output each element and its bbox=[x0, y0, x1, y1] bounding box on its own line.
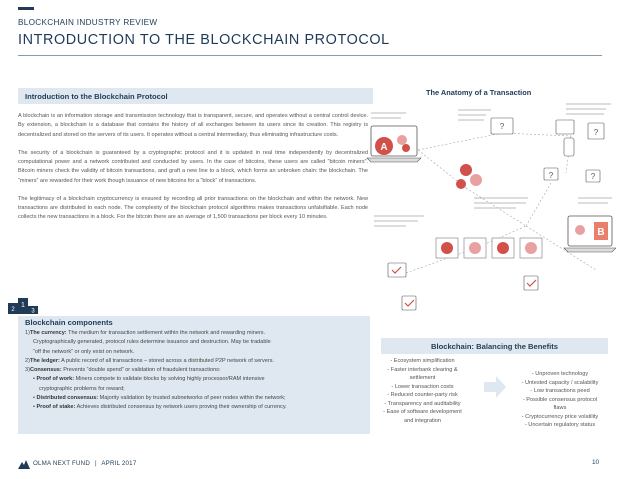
footer-org: OLMA NEXT FUND | APRIL 2017 bbox=[33, 460, 137, 467]
blockchain-chain-icon bbox=[435, 237, 543, 259]
intro-paragraph-1: A blockchain is an information storage a… bbox=[18, 113, 368, 138]
intro-paragraph-3: The legitimacy of a blockchain cryptocur… bbox=[18, 195, 369, 221]
arrow-right-icon bbox=[484, 376, 506, 398]
receiver-label: B bbox=[597, 227, 604, 238]
block-cluster-icon bbox=[456, 164, 482, 189]
consensus-proof-of-stake: • Proof of stake: Achieves distributed c… bbox=[33, 404, 287, 411]
question-mark-2: ? bbox=[594, 128, 599, 137]
page-number: 10 bbox=[592, 459, 600, 466]
podium-icon: 1 2 3 bbox=[8, 298, 38, 315]
anatomy-title: The Anatomy of a Transaction bbox=[426, 88, 532, 97]
transaction-anatomy-diagram: A B ? ? ? bbox=[366, 103, 616, 311]
component-item-ledger: 2)The ledger: A public record of all tra… bbox=[25, 357, 275, 364]
balancing-heading: Blockchain: Balancing the Benefits bbox=[381, 338, 608, 354]
question-mark-1: ? bbox=[500, 122, 505, 131]
intro-body: A blockchain is an information storage a… bbox=[18, 112, 368, 231]
benefits-list: - Ecosystem simplification - Faster inte… bbox=[383, 358, 462, 424]
podium-third: 3 bbox=[31, 309, 35, 315]
question-mark-3: ? bbox=[549, 171, 554, 180]
component-item-currency: 1)The currency: The medium for transacti… bbox=[25, 330, 266, 336]
receiver-laptop-icon: B bbox=[563, 215, 616, 253]
components-title: Blockchain components bbox=[25, 318, 113, 327]
question-mark-4: ? bbox=[591, 172, 596, 181]
podium-second: 2 bbox=[11, 307, 15, 313]
accent-bar bbox=[18, 7, 34, 10]
title-divider bbox=[18, 55, 602, 56]
olma-logo-icon bbox=[18, 460, 30, 469]
consensus-distributed: • Distributed consensus: Majority valida… bbox=[33, 395, 286, 402]
podium-first: 1 bbox=[21, 302, 25, 309]
sender-label: A bbox=[380, 142, 387, 153]
components-list: 1)The currency: The medium for transacti… bbox=[25, 329, 363, 413]
consensus-proof-of-work: • Proof of work: Miners compete to valid… bbox=[33, 376, 265, 383]
component-item-consensus: 3)Consensus: Prevents “double spend” or … bbox=[25, 367, 221, 374]
intro-paragraph-2: The security of a blockchain is guarante… bbox=[18, 149, 369, 184]
components-panel bbox=[18, 316, 370, 434]
risks-list: - Unproven technology - Untested capacit… bbox=[521, 371, 599, 429]
sender-laptop-icon: A bbox=[366, 125, 422, 163]
page-title: INTRODUCTION TO THE BLOCKCHAIN PROTOCOL bbox=[18, 32, 390, 48]
report-kicker: BLOCKCHAIN INDUSTRY REVIEW bbox=[18, 18, 158, 27]
node-devices-icon bbox=[387, 117, 605, 311]
intro-heading: Introduction to the Blockchain Protocol bbox=[18, 88, 373, 104]
